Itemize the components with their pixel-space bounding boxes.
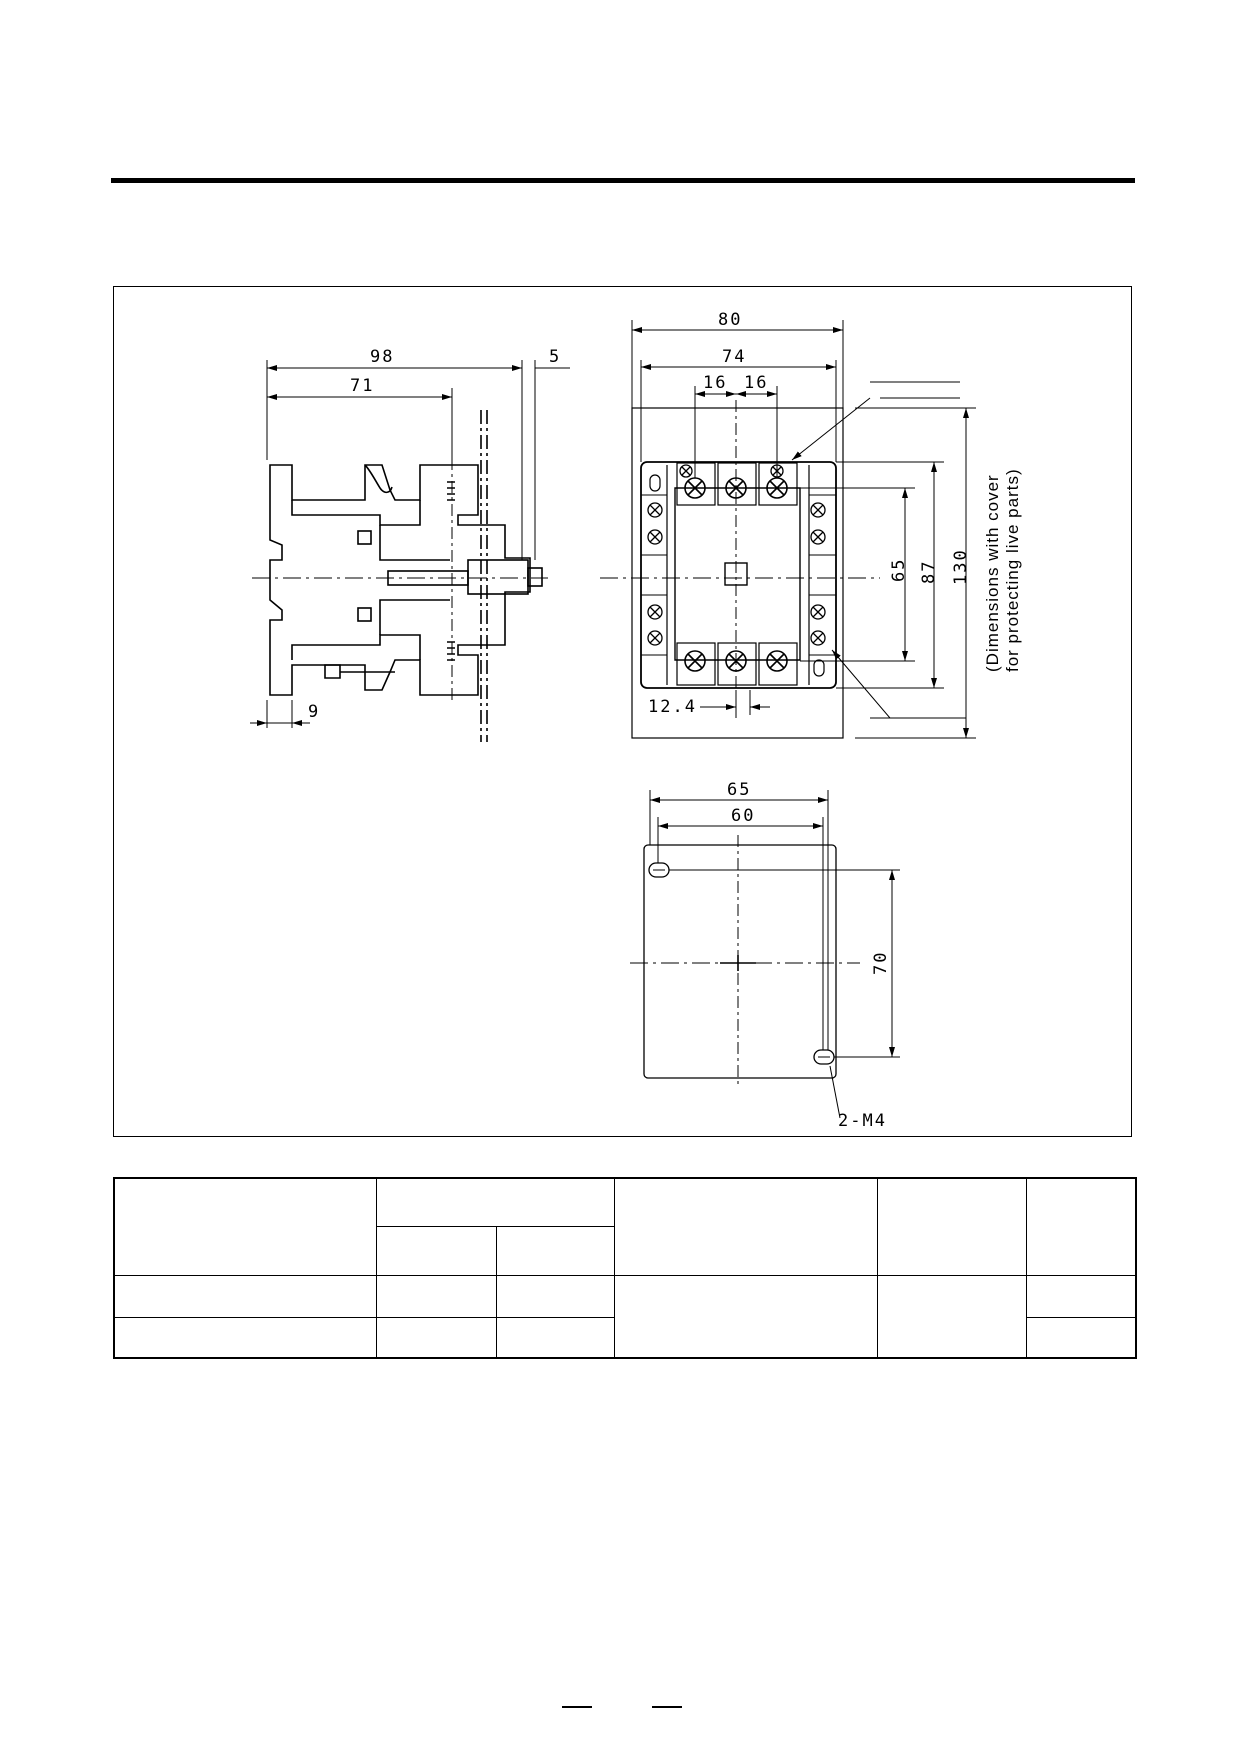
cover-note-line1: (Dimensions with cover bbox=[983, 474, 1002, 672]
table-cell bbox=[1025, 1177, 1137, 1276]
footer-dash-left bbox=[562, 1706, 592, 1708]
table-cell bbox=[113, 1274, 377, 1319]
table-cell bbox=[495, 1274, 615, 1319]
dim-front-cover-height: 130 bbox=[951, 548, 971, 585]
table-row bbox=[114, 1226, 1136, 1276]
table-cell bbox=[113, 1177, 377, 1276]
dim-mount-hole-pitch-h: 60 bbox=[731, 806, 755, 826]
dim-side-cover-offset: 5 bbox=[549, 347, 561, 367]
table-cell bbox=[113, 1317, 377, 1359]
table-cell bbox=[375, 1226, 497, 1276]
table-row bbox=[113, 1177, 1137, 1276]
table-row bbox=[113, 1274, 1137, 1359]
dim-side-rail-offset: 9 bbox=[308, 702, 320, 722]
dim-front-pole-pitch-right: 16 bbox=[744, 373, 768, 393]
dim-side-overall-depth: 98 bbox=[370, 347, 394, 367]
dim-front-overall-width: 80 bbox=[718, 310, 742, 330]
table-cell bbox=[876, 1177, 1027, 1276]
table-cell bbox=[375, 1317, 497, 1359]
table-cell bbox=[1025, 1274, 1137, 1319]
cover-note-line2: for protecting live parts) bbox=[1003, 468, 1022, 672]
table-row bbox=[113, 1317, 1137, 1359]
side-view bbox=[250, 360, 570, 742]
table-cell bbox=[613, 1177, 878, 1276]
table-cell bbox=[876, 1274, 1027, 1359]
front-view bbox=[600, 320, 976, 739]
table-cell bbox=[375, 1274, 497, 1319]
table-cell bbox=[375, 1177, 615, 1228]
dim-front-body-height: 87 bbox=[919, 560, 939, 584]
dim-front-terminal-pitch: 65 bbox=[889, 558, 909, 582]
dim-front-pole-pitch-left: 16 bbox=[703, 373, 727, 393]
top-rule bbox=[111, 178, 1135, 183]
spec-table bbox=[113, 1177, 1137, 1359]
table-cell bbox=[613, 1274, 878, 1359]
drawing-frame bbox=[113, 286, 1132, 1137]
dim-mount-plate-width: 65 bbox=[727, 780, 751, 800]
table-cell bbox=[495, 1317, 615, 1359]
dim-front-offset: 12.4 bbox=[648, 697, 697, 717]
table-cell bbox=[495, 1226, 615, 1276]
dim-side-depth-to-panel: 71 bbox=[350, 376, 374, 396]
footer-dash-right bbox=[652, 1706, 682, 1708]
dim-front-body-width: 74 bbox=[722, 347, 746, 367]
mounting-view bbox=[630, 790, 900, 1119]
dim-mount-hole-pitch-v: 70 bbox=[871, 951, 891, 975]
table-cell bbox=[1025, 1317, 1137, 1359]
mount-hole-label: 2-M4 bbox=[838, 1111, 887, 1131]
